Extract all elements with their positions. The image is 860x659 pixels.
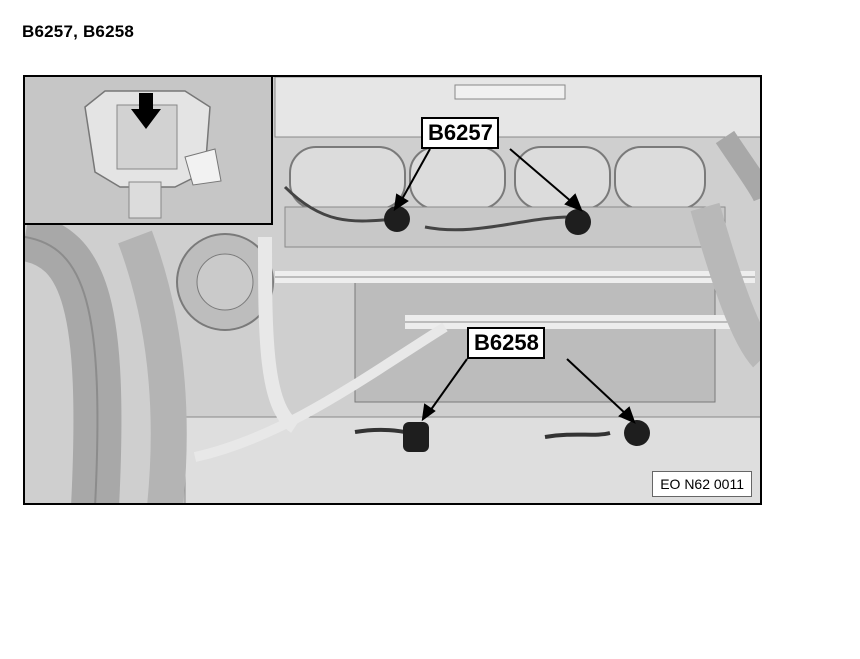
knock-sensor-icon (384, 206, 650, 452)
figure-reference-code: EO N62 0011 (652, 471, 752, 497)
engine-thumbnail (25, 77, 271, 223)
callout-b6257: B6257 (421, 117, 499, 149)
engine-illustration: B6257 B6258 EO N62 0011 (23, 75, 762, 505)
down-arrow-icon (131, 93, 161, 129)
engine-drawing (25, 77, 760, 503)
page-title: B6257, B6258 (22, 22, 135, 41)
callout-b6258: B6258 (467, 327, 545, 359)
location-inset (25, 77, 273, 225)
